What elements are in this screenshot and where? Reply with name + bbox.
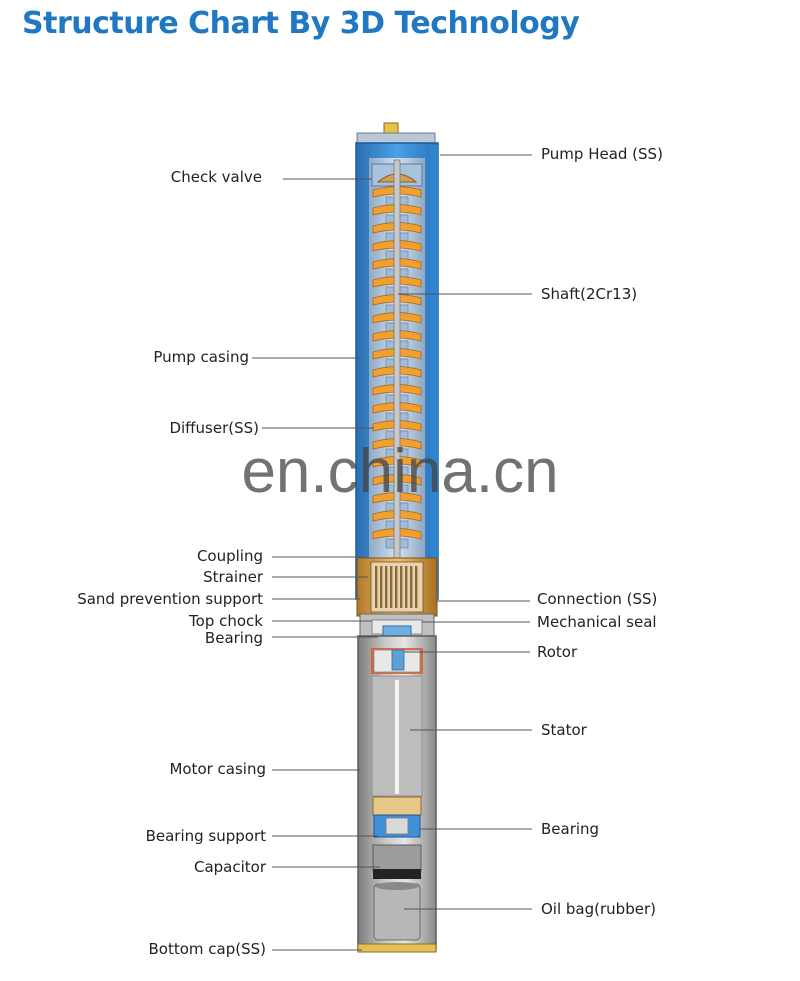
- strainer-bar: [410, 566, 413, 608]
- capacitor: [372, 844, 422, 879]
- label-bearing-support: Bearing support: [145, 827, 266, 845]
- label-shaft: Shaft(2Cr13): [541, 285, 638, 303]
- rotor: [391, 649, 405, 671]
- label-connection: Connection (SS): [537, 590, 658, 608]
- label-pump-casing: Pump casing: [153, 348, 249, 366]
- label-capacitor: Capacitor: [193, 858, 266, 876]
- label-bottom-cap: Bottom cap(SS): [148, 940, 267, 958]
- bearing-support: [372, 796, 422, 838]
- label-sand-prevention-support: Sand prevention support: [77, 590, 263, 608]
- strainer-bar: [395, 566, 398, 608]
- strainer-bar: [380, 566, 383, 608]
- label-motor-casing: Motor casing: [169, 760, 266, 778]
- label-check-valve: Check valve: [170, 168, 262, 186]
- label-rotor: Rotor: [537, 643, 578, 661]
- label-diffuser: Diffuser(SS): [169, 419, 259, 437]
- label-coupling: Coupling: [196, 547, 263, 565]
- label-pump-head: Pump Head (SS): [541, 145, 663, 163]
- strainer-section: [356, 557, 438, 617]
- label-oil-bag: Oil bag(rubber): [541, 900, 656, 918]
- strainer-bar: [375, 566, 378, 608]
- label-mechanical-seal: Mechanical seal: [537, 613, 657, 631]
- label-strainer: Strainer: [203, 568, 263, 586]
- strainer-bar: [415, 566, 418, 608]
- watermark: en.china.cn: [241, 437, 558, 506]
- page-title: Structure Chart By 3D Technology: [22, 6, 580, 41]
- label-bearing-right: Bearing: [541, 820, 600, 838]
- strainer-bar: [385, 566, 388, 608]
- oil-bag: [373, 882, 421, 941]
- label-top-chock: Top chock: [189, 612, 263, 630]
- strainer-bar: [390, 566, 393, 608]
- strainer-bar: [400, 566, 403, 608]
- bottom-cap: [357, 943, 437, 953]
- label-stator: Stator: [541, 721, 587, 739]
- label-bearing-left: Bearing: [204, 629, 263, 647]
- strainer-bar: [405, 566, 408, 608]
- stator: [371, 675, 423, 797]
